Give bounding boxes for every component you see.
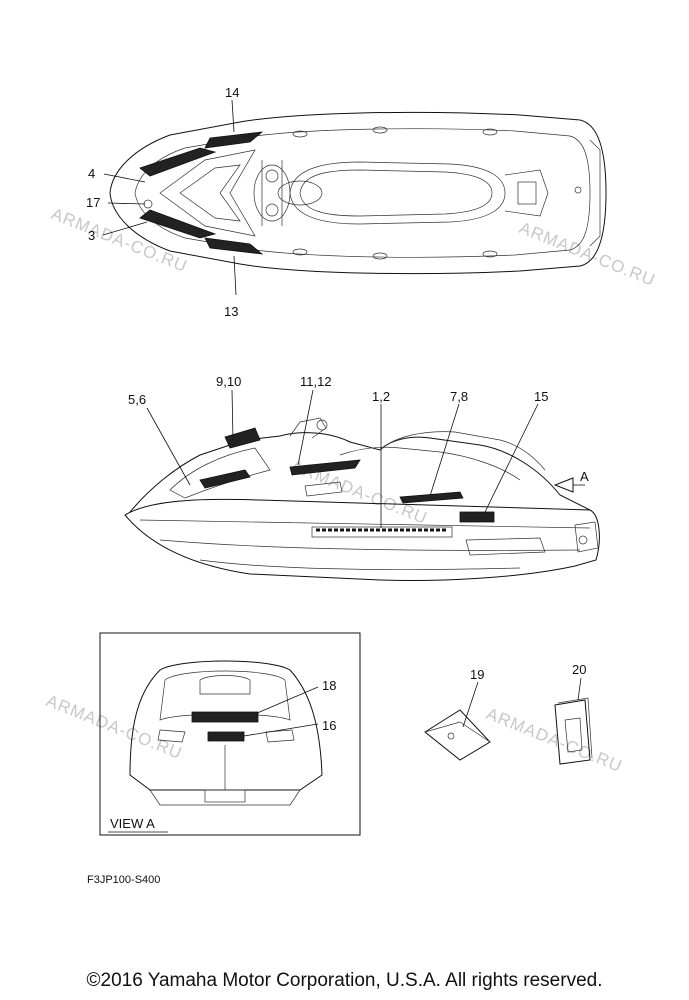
top-view-callouts: 14 4 17 3 13 xyxy=(86,85,239,319)
callout-4: 4 xyxy=(88,166,95,181)
callout-7-8: 7,8 xyxy=(450,389,468,404)
view-a-box: 18 16 VIEW A xyxy=(99,632,361,836)
copyright-notice: ©2016 Yamaha Motor Corporation, U.S.A. A… xyxy=(86,970,603,991)
side-view-callouts: 5,6 9,10 11,12 1,2 7,8 15 A xyxy=(128,374,589,528)
watermark-2: ARMADA-CO.RU xyxy=(517,218,659,290)
callout-16: 16 xyxy=(322,718,336,733)
view-a-label: VIEW A xyxy=(110,816,155,831)
callout-9-10: 9,10 xyxy=(216,374,241,389)
callout-5-6: 5,6 xyxy=(128,392,146,407)
callout-18: 18 xyxy=(322,678,336,693)
callout-17: 17 xyxy=(86,195,100,210)
callout-13: 13 xyxy=(224,304,238,319)
top-view-watercraft xyxy=(109,111,607,275)
diagram-code: F3JP100-S400 xyxy=(87,874,160,886)
watermark-1: ARMADA-CO.RU xyxy=(49,204,191,276)
callout-1-2: 1,2 xyxy=(372,389,390,404)
callout-14: 14 xyxy=(225,85,239,100)
callout-20: 20 xyxy=(572,662,586,677)
callout-a: A xyxy=(580,469,589,484)
side-view-watercraft xyxy=(124,417,600,581)
loose-parts: 19 20 xyxy=(424,662,593,765)
callout-11-12: 11,12 xyxy=(300,374,332,389)
watermark-4: ARMADA-CO.RU xyxy=(44,691,186,763)
watermarks: ARMADA-CO.RU ARMADA-CO.RU ARMADA-CO.RU A… xyxy=(44,204,659,776)
watermark-5: ARMADA-CO.RU xyxy=(484,704,626,776)
callout-15: 15 xyxy=(534,389,548,404)
callout-19: 19 xyxy=(470,667,484,682)
callout-3: 3 xyxy=(88,228,95,243)
